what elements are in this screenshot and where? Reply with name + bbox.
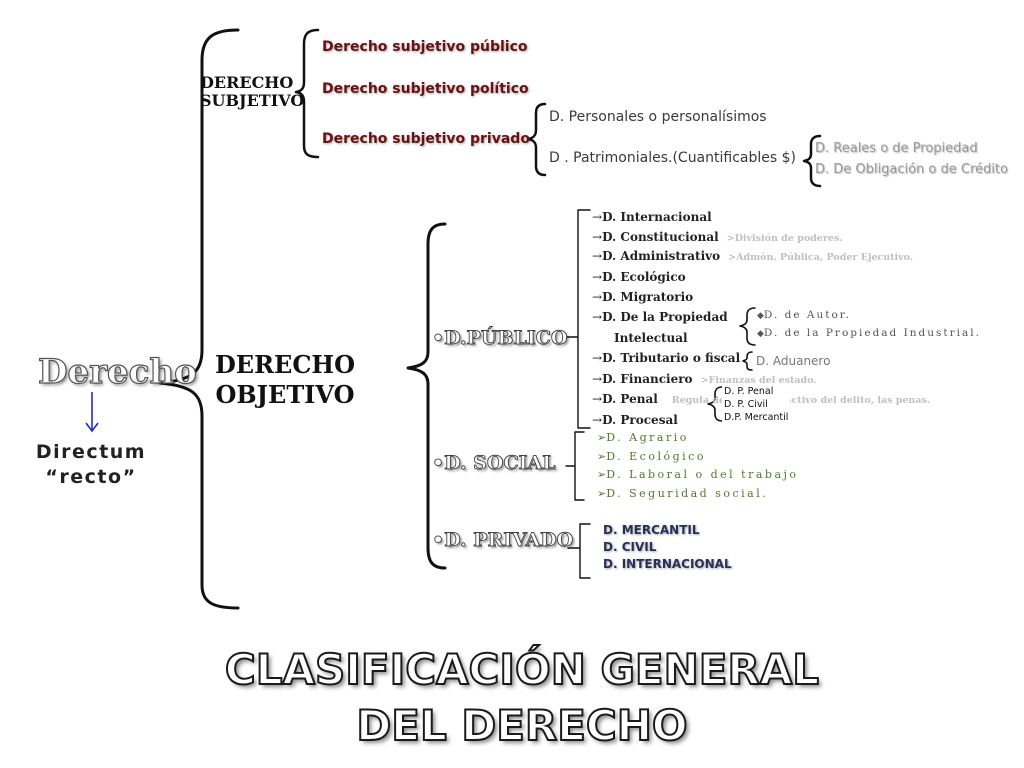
privado-internacional: D. INTERNACIONAL (603, 557, 732, 571)
check-arrow-icon: ➢ (597, 450, 607, 463)
procesal-penal: D. P. Penal (724, 386, 774, 397)
privado-brace (526, 102, 547, 177)
reales-item: D. Reales o de Propiedad (815, 141, 978, 156)
tributario-brace (742, 351, 753, 371)
publico-item-label: D. Administrativo (602, 249, 721, 263)
social-item: ➢D. Agrario (597, 431, 689, 444)
social-bracket (565, 431, 585, 501)
procesal-brace (707, 386, 723, 422)
social-item: ➢D. Ecológico (597, 450, 706, 463)
arrow-icon: → (592, 249, 603, 263)
etymology-arrow (85, 392, 99, 433)
patrimoniales-item: D . Patrimoniales.(Cuantificables $) (549, 150, 796, 166)
publico-item: →D. Penal Regula delito, sujeto activo de… (592, 392, 930, 406)
privado-mercantil: D. MERCANTIL (603, 523, 700, 537)
publico-item-label: D. De la Propiedad (602, 310, 728, 324)
check-arrow-icon: ➢ (597, 468, 607, 481)
derecho-subjetivo-label: DERECHO SUBJETIVO (200, 74, 304, 110)
aduanero-item: D. Aduanero (756, 354, 831, 368)
diamond-icon: ◆ (757, 311, 764, 321)
arrow-icon: → (592, 372, 603, 386)
publico-item-note: >División de poderes. (726, 233, 843, 244)
obligacion-item: D. De Obligación o de Crédito (815, 162, 1008, 177)
privado-label: •D. PRIVADO (432, 529, 574, 552)
procesal-mercantil: D.P. Mercantil (724, 412, 789, 423)
publico-item-label: D. Internacional (602, 210, 712, 224)
page-title: CLASIFICACIÓN GENERAL DEL DERECHO (222, 642, 822, 754)
autor-item: ◆D. de Autor. (757, 309, 851, 321)
propiedad-line2: Intelectual (614, 331, 688, 345)
patrimoniales-brace (802, 134, 822, 188)
subjetivo-line1: DERECHO (200, 73, 294, 92)
publico-item-label: D. Constitucional (602, 230, 719, 244)
publico-item-label: D. Ecológico (602, 270, 686, 284)
procesal-children: D. P. Penal D. P. Civil D.P. Mercantil (722, 385, 791, 424)
privado-objetivo-bracket (567, 523, 591, 579)
etymology-latin: Directum “recto” (30, 440, 152, 490)
subjetivo-privado: Derecho subjetivo privado (322, 131, 530, 147)
arrow-icon: → (592, 392, 603, 406)
arrow-icon: → (592, 230, 603, 244)
privado-civil: D. CIVIL (603, 540, 657, 554)
publico-item-note: Regula delito, sujeto activo del delito,… (671, 395, 931, 406)
industrial-label: D. de la Propiedad Industrial. (763, 327, 981, 339)
check-arrow-icon: ➢ (597, 487, 607, 500)
arrow-icon: → (592, 351, 603, 365)
title-line2: DEL DERECHO (355, 700, 688, 751)
autor-label: D. de Autor. (763, 309, 852, 321)
publico-item-label: D. Procesal (602, 413, 678, 427)
etymology-word: Directum (35, 441, 147, 463)
publico-label: •D.PÚBLICO (432, 327, 568, 350)
diamond-icon: ◆ (757, 329, 764, 339)
subjetivo-brace (294, 28, 320, 159)
subjetivo-politico: Derecho subjetivo político (322, 81, 529, 97)
etymology-meaning: “recto” (45, 466, 137, 488)
personales-item: D. Personales o personalísimos (549, 109, 767, 125)
publico-item: →D. Tributario o fiscal (592, 351, 740, 365)
publico-item: →D. Constitucional >División de poderes. (592, 230, 843, 244)
propiedad-brace (739, 307, 756, 346)
social-item-label: D. Ecológico (606, 450, 706, 463)
publico-item: →D. Administrativo >Admón. Pública, Poder… (592, 249, 913, 263)
publico-item: →D. Internacional (592, 210, 712, 224)
arrow-icon: → (592, 310, 603, 324)
publico-item: →D. Financiero >Finanzas del estado. (592, 372, 817, 386)
publico-item: →D. Migratorio (592, 290, 693, 304)
derecho-objetivo-label: DERECHO OBJETIVO (212, 350, 358, 410)
objetivo-brace (406, 222, 447, 570)
procesal-civil: D. P. Civil (724, 399, 768, 410)
publico-item-note: >Finanzas del estado. (700, 375, 817, 386)
objetivo-line1: DERECHO (214, 350, 356, 379)
publico-item: →D. Procesal (592, 413, 678, 427)
title-line1: CLASIFICACIÓN GENERAL (224, 644, 820, 695)
arrow-icon: → (592, 290, 603, 304)
social-label: •D. SOCIAL (432, 452, 556, 475)
publico-item-label: D. Penal (602, 392, 658, 406)
root-derecho: Derecho (37, 351, 197, 392)
subjetivo-publico: Derecho subjetivo público (322, 39, 528, 55)
publico-item-label: D. Tributario o fiscal (602, 351, 741, 365)
social-item-label: D. Seguridad social. (606, 487, 769, 500)
publico-item: →D. Ecológico (592, 270, 686, 284)
social-item: ➢D. Seguridad social. (597, 487, 768, 500)
social-item: ➢D. Laboral o del trabajo (597, 468, 799, 481)
arrow-icon: → (592, 270, 603, 284)
social-item-label: D. Agrario (606, 431, 689, 444)
publico-item-label: D. Financiero (602, 372, 693, 386)
publico-item-label: D. Migratorio (602, 290, 694, 304)
privado-objetivo-items: D. MERCANTIL D. CIVIL D. INTERNACIONAL (603, 522, 732, 573)
arrow-icon: → (592, 413, 603, 427)
arrow-icon: → (592, 210, 603, 224)
publico-item: →D. De la Propiedad (592, 310, 728, 324)
subjetivo-line2: SUBJETIVO (200, 91, 305, 110)
social-item-label: D. Laboral o del trabajo (606, 468, 799, 481)
industrial-item: ◆D. de la Propiedad Industrial. (757, 327, 981, 339)
publico-bracket (565, 209, 591, 429)
main-brace (158, 28, 240, 610)
check-arrow-icon: ➢ (597, 431, 607, 444)
publico-item-note: >Admón. Pública, Poder Ejecutivo. (728, 252, 914, 263)
objetivo-line2: OBJETIVO (215, 380, 355, 409)
